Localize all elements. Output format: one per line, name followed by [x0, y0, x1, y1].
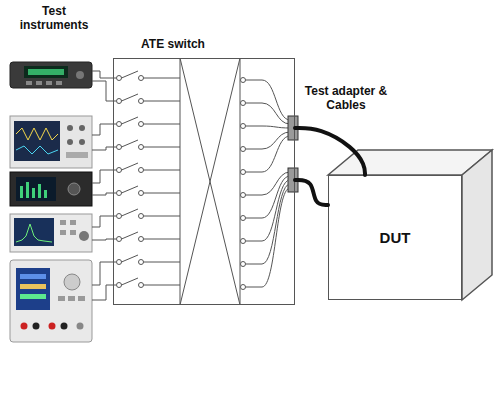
button	[60, 230, 66, 235]
button	[66, 152, 88, 158]
wire	[246, 103, 291, 124]
button	[60, 220, 66, 225]
adapter-connector	[288, 116, 298, 140]
bar	[44, 190, 47, 198]
adapter-connector	[288, 168, 298, 192]
instrument-screen	[16, 177, 56, 201]
knob	[79, 125, 85, 131]
relay-switch	[117, 232, 181, 242]
display-line	[20, 274, 46, 279]
terminal	[21, 323, 28, 330]
button	[70, 220, 76, 225]
switch-internals	[180, 58, 240, 305]
instrument-body	[10, 214, 92, 252]
node-text: ATE switch	[114, 37, 232, 51]
terminal	[241, 285, 246, 290]
display-digits	[28, 69, 64, 75]
relay-switch	[117, 94, 181, 104]
instrument-screen	[14, 218, 54, 246]
trace	[16, 146, 58, 154]
button	[36, 81, 42, 85]
terminal	[241, 78, 246, 83]
terminal	[77, 323, 84, 330]
cable	[295, 180, 328, 205]
terminal	[49, 323, 56, 330]
wire	[246, 188, 291, 287]
terminal	[61, 323, 68, 330]
trace	[16, 224, 52, 242]
spectrum-analyzer	[10, 214, 92, 252]
matrix-border	[240, 58, 241, 305]
terminal	[241, 216, 246, 221]
button	[68, 296, 75, 301]
button	[70, 230, 76, 235]
button	[58, 296, 65, 301]
wire	[246, 136, 291, 172]
multimeter	[10, 62, 92, 88]
wire	[246, 80, 291, 120]
switch-matrix: ATE switch	[113, 58, 295, 305]
relay-switch	[117, 163, 181, 173]
bar	[20, 186, 23, 198]
matrix-cross	[180, 58, 240, 305]
knob	[76, 71, 84, 79]
terminal	[33, 323, 40, 330]
display-line	[20, 294, 46, 299]
signal-generator	[10, 172, 92, 206]
group-heading: Test instruments	[14, 4, 94, 32]
relay-switches	[117, 71, 181, 288]
switch-terminals	[241, 78, 246, 290]
terminal	[241, 101, 246, 106]
adapter-wires	[246, 80, 291, 287]
matrix-cross	[180, 58, 240, 305]
relay-switch	[117, 140, 181, 150]
knob	[79, 231, 89, 241]
button	[26, 81, 32, 85]
instrument-screen	[16, 268, 50, 310]
relay-switch	[117, 278, 181, 288]
matrix-border	[180, 58, 181, 305]
terminal	[241, 170, 246, 175]
terminal	[241, 147, 246, 152]
knob	[67, 139, 73, 145]
button	[78, 296, 85, 301]
knob	[64, 274, 80, 290]
terminal	[241, 239, 246, 244]
group-heading: Test adapter & Cables	[296, 84, 396, 112]
relay-switch	[117, 186, 181, 196]
dut-side-face	[462, 150, 492, 300]
relay-switch	[117, 209, 181, 219]
instrument-body	[10, 62, 92, 88]
instrument-screen	[24, 66, 68, 78]
relay-switch	[117, 255, 181, 265]
bar	[32, 188, 35, 198]
instrument-body	[10, 172, 92, 206]
power-supply	[10, 260, 92, 342]
bar	[26, 182, 29, 198]
wire	[246, 180, 291, 241]
oscilloscope	[10, 116, 92, 168]
wire	[246, 126, 291, 128]
instrument-screen	[14, 121, 60, 161]
relay-switch	[117, 117, 181, 127]
display-line	[20, 284, 46, 289]
button	[56, 81, 62, 85]
cable	[295, 128, 365, 175]
terminal	[241, 124, 246, 129]
button	[46, 81, 52, 85]
terminal	[241, 262, 246, 267]
wire	[246, 132, 291, 149]
relay-switch	[117, 71, 181, 81]
trace	[16, 128, 58, 140]
knob	[67, 125, 73, 131]
knob	[68, 183, 80, 195]
bar	[38, 184, 41, 198]
node-text: DUT	[380, 229, 411, 246]
terminal	[241, 193, 246, 198]
instrument-body	[10, 116, 92, 168]
instrument-body	[10, 260, 92, 342]
knob	[79, 139, 85, 145]
dut-box: DUT	[328, 175, 462, 300]
